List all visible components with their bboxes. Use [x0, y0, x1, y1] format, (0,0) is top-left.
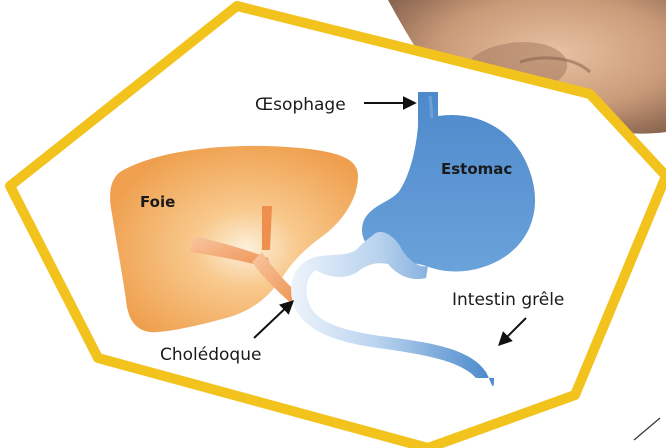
oesophage-label: Œsophage: [255, 95, 346, 115]
corner-mark: [634, 418, 660, 440]
choledoque-label: Cholédoque: [160, 345, 261, 365]
intestin-label: Intestin grêle: [452, 290, 564, 310]
foie-label: Foie: [140, 193, 175, 211]
estomac-label: Estomac: [441, 160, 512, 178]
